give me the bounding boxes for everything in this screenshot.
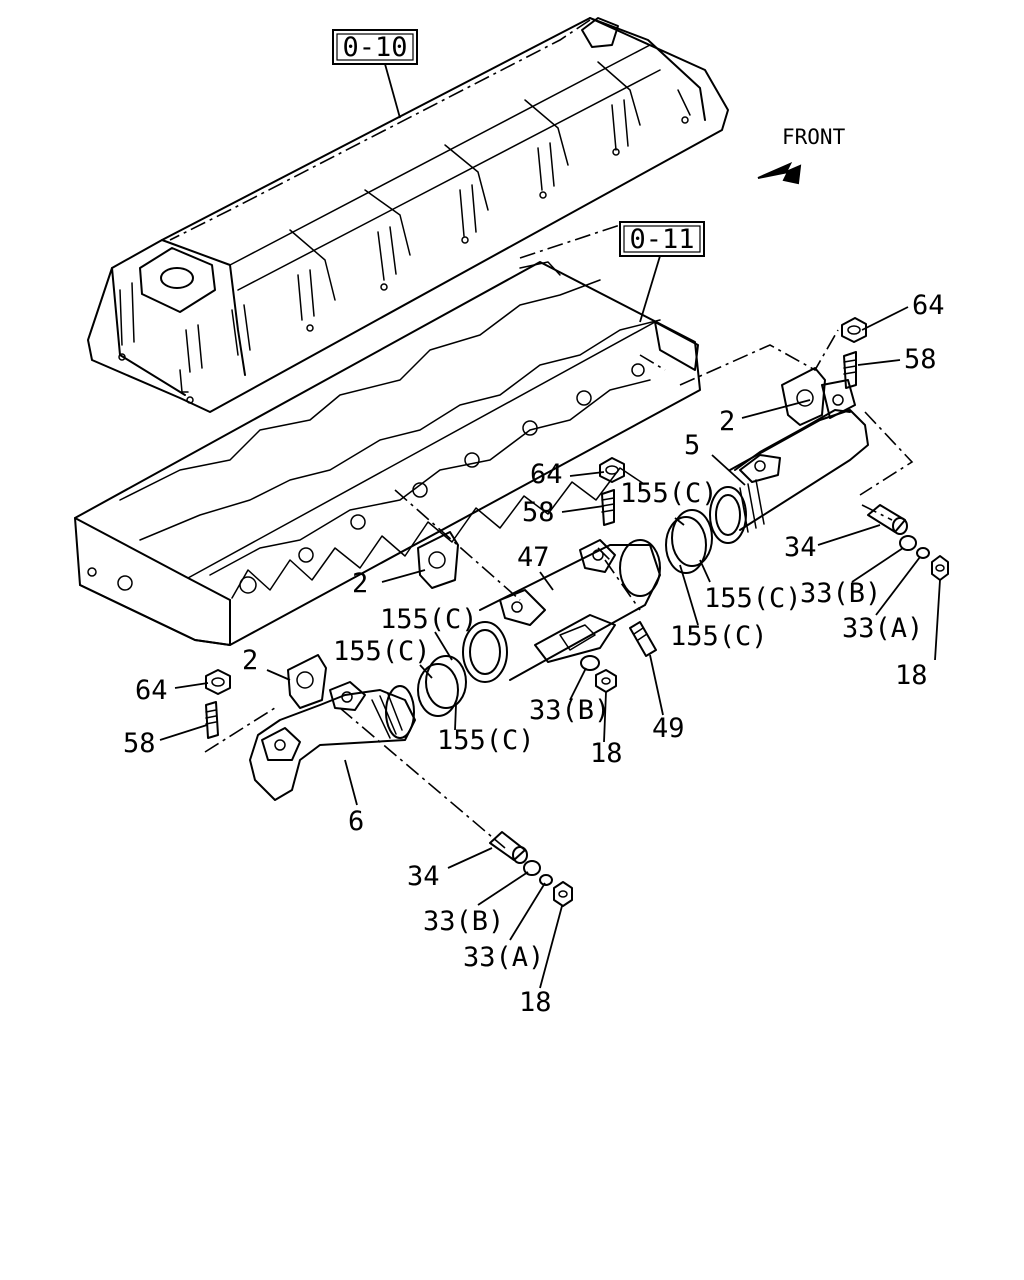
stud-mid xyxy=(601,489,615,526)
washer-33b-right xyxy=(899,535,917,551)
sleeve-bottom xyxy=(489,831,528,864)
nut-top xyxy=(841,317,867,343)
reference-cover-leader xyxy=(384,63,401,119)
label-33b-mid[interactable]: 33(B) xyxy=(529,695,610,726)
label-64-mid[interactable]: 64 xyxy=(530,459,563,490)
seal-rings-left xyxy=(417,655,467,717)
washer-33b-bottom xyxy=(523,860,541,876)
nut-18-bottom xyxy=(553,881,573,907)
stud-top xyxy=(843,351,857,389)
label-5[interactable]: 5 xyxy=(684,430,700,461)
label-58-top[interactable]: 58 xyxy=(904,344,937,375)
label-155c-1[interactable]: 155(C) xyxy=(620,478,718,509)
label-34-bottom[interactable]: 34 xyxy=(407,861,440,892)
reference-head-leader xyxy=(639,255,661,323)
label-6[interactable]: 6 xyxy=(348,806,364,837)
label-47[interactable]: 47 xyxy=(517,542,550,573)
reference-cover-text: 0-10 xyxy=(342,32,407,63)
stud-left xyxy=(205,701,219,739)
assembly-lines xyxy=(169,19,914,849)
label-58-mid[interactable]: 58 xyxy=(522,497,555,528)
cylinder-head-cover xyxy=(87,17,729,413)
label-33b-right[interactable]: 33(B) xyxy=(800,578,881,609)
gasket-mid xyxy=(417,531,459,589)
label-18-bottom[interactable]: 18 xyxy=(519,987,552,1018)
gasket-left xyxy=(287,654,327,709)
reference-head-text: 0-11 xyxy=(629,224,694,255)
front-label: FRONT xyxy=(782,125,846,149)
label-58-left[interactable]: 58 xyxy=(123,728,156,759)
label-33b-bottom[interactable]: 33(B) xyxy=(423,906,504,937)
sleeve-right xyxy=(867,504,908,535)
stud-49 xyxy=(629,621,657,657)
label-2-top[interactable]: 2 xyxy=(719,406,735,437)
washer-mid xyxy=(580,655,600,671)
nut-left xyxy=(205,669,231,695)
cylinder-head xyxy=(74,261,701,646)
reference-box-cover[interactable]: 0-10 xyxy=(332,29,418,65)
label-155c-2[interactable]: 155(C) xyxy=(704,583,802,614)
washer-33a-right xyxy=(916,547,930,559)
seal-rings-right xyxy=(665,509,713,574)
label-18-right[interactable]: 18 xyxy=(895,660,928,691)
leader-lines xyxy=(159,306,941,989)
label-155c-5[interactable]: 155(C) xyxy=(333,636,431,667)
label-2-left[interactable]: 2 xyxy=(242,645,258,676)
nut-18-mid xyxy=(595,669,617,693)
washer-33a-bottom xyxy=(539,874,553,886)
label-64-left[interactable]: 64 xyxy=(135,675,168,706)
label-155c-3[interactable]: 155(C) xyxy=(380,604,478,635)
label-34-right[interactable]: 34 xyxy=(784,532,817,563)
label-155c-6[interactable]: 155(C) xyxy=(437,725,535,756)
nut-18-right xyxy=(931,555,949,581)
label-33a-right[interactable]: 33(A) xyxy=(842,613,923,644)
label-64-top[interactable]: 64 xyxy=(912,290,945,321)
label-49[interactable]: 49 xyxy=(652,713,685,744)
exhaust-pipe-front xyxy=(249,681,416,801)
nut-mid xyxy=(599,457,625,483)
label-2-mid[interactable]: 2 xyxy=(352,568,368,599)
callout-labels: 64 58 2 5 64 155(C) 58 34 47 2 155(C) 33… xyxy=(123,290,945,1018)
label-155c-4[interactable]: 155(C) xyxy=(670,621,768,652)
front-arrow-icon xyxy=(757,161,802,185)
exhaust-pipe-center xyxy=(462,539,661,683)
label-33a-bottom[interactable]: 33(A) xyxy=(463,942,544,973)
reference-box-head[interactable]: 0-11 xyxy=(619,221,705,257)
label-18-mid[interactable]: 18 xyxy=(590,738,623,769)
exhaust-pipe-rear xyxy=(709,379,869,544)
gasket-top xyxy=(781,367,826,426)
